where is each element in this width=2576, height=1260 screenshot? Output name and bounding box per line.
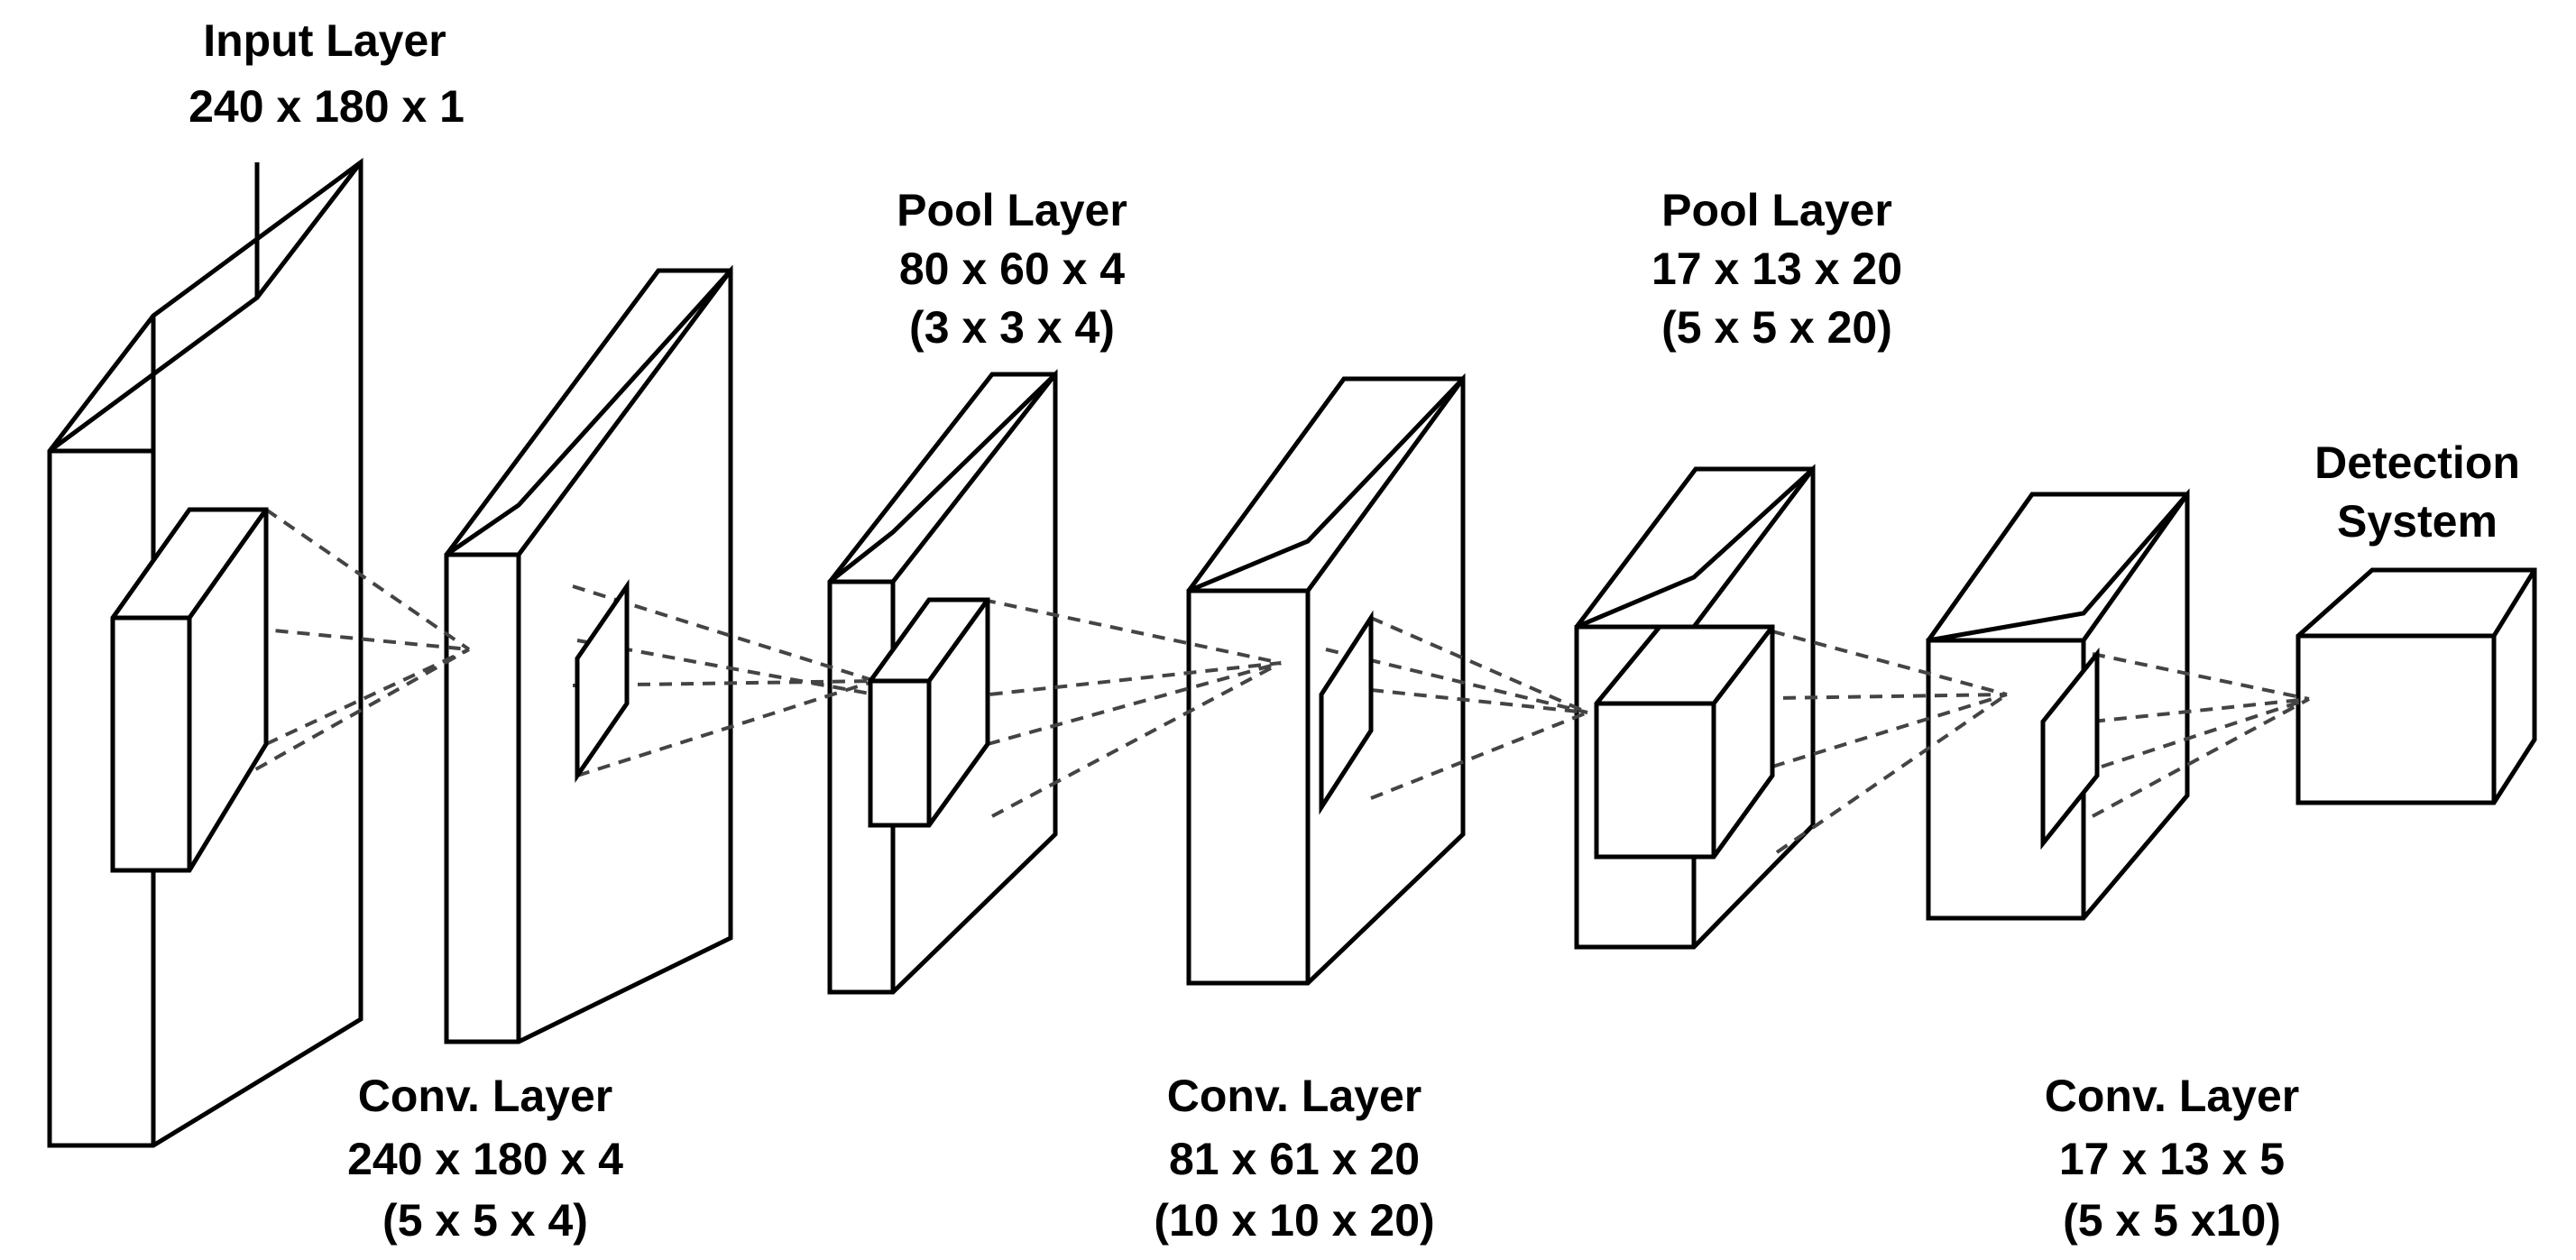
input-layer-title: Input Layer: [203, 15, 446, 66]
pool1-kernel-box: [868, 597, 990, 828]
conv3-layer-title: Conv. Layer: [2045, 1071, 2300, 1121]
conv-layer-2-block: [1186, 372, 1466, 986]
conv3-layer-kernel: (5 x 5 x10): [2063, 1195, 2281, 1246]
detection-system-title-line2: System: [2337, 496, 2498, 547]
connector-lines: [179, 508, 2310, 854]
conv3-layer-dims: 17 x 13 x 5: [2059, 1134, 2285, 1184]
detection-system-title-line1: Detection: [2314, 437, 2520, 488]
pool2-layer-dims: 17 x 13 x 20: [1651, 244, 1902, 294]
input-kernel-box: [110, 507, 269, 873]
detection-system-block: [2295, 567, 2537, 805]
input-layer-dims: 240 x 180 x 1: [189, 81, 465, 132]
conv1-layer-dims: 240 x 180 x 4: [347, 1134, 623, 1184]
pool2-kernel-box: [1594, 624, 1775, 860]
pool1-layer-dims: 80 x 60 x 4: [899, 244, 1125, 294]
conv1-layer-title: Conv. Layer: [358, 1071, 613, 1121]
conv3-filter-box: [2040, 647, 2100, 851]
pool2-layer-title: Pool Layer: [1661, 185, 1892, 235]
pool1-layer-kernel: (3 x 3 x 4): [909, 302, 1115, 353]
conv2-layer-kernel: (10 x 10 x 20): [1154, 1195, 1434, 1246]
pool1-layer-title: Pool Layer: [897, 185, 1127, 235]
conv2-filter-box: [1319, 610, 1374, 815]
conv2-layer-title: Conv. Layer: [1167, 1071, 1422, 1121]
conv2-layer-dims: 81 x 61 x 20: [1169, 1134, 1420, 1184]
conv1-filter-box: [575, 578, 630, 784]
pool2-layer-kernel: (5 x 5 x 20): [1661, 302, 1892, 353]
conv1-layer-kernel: (5 x 5 x 4): [382, 1195, 588, 1246]
